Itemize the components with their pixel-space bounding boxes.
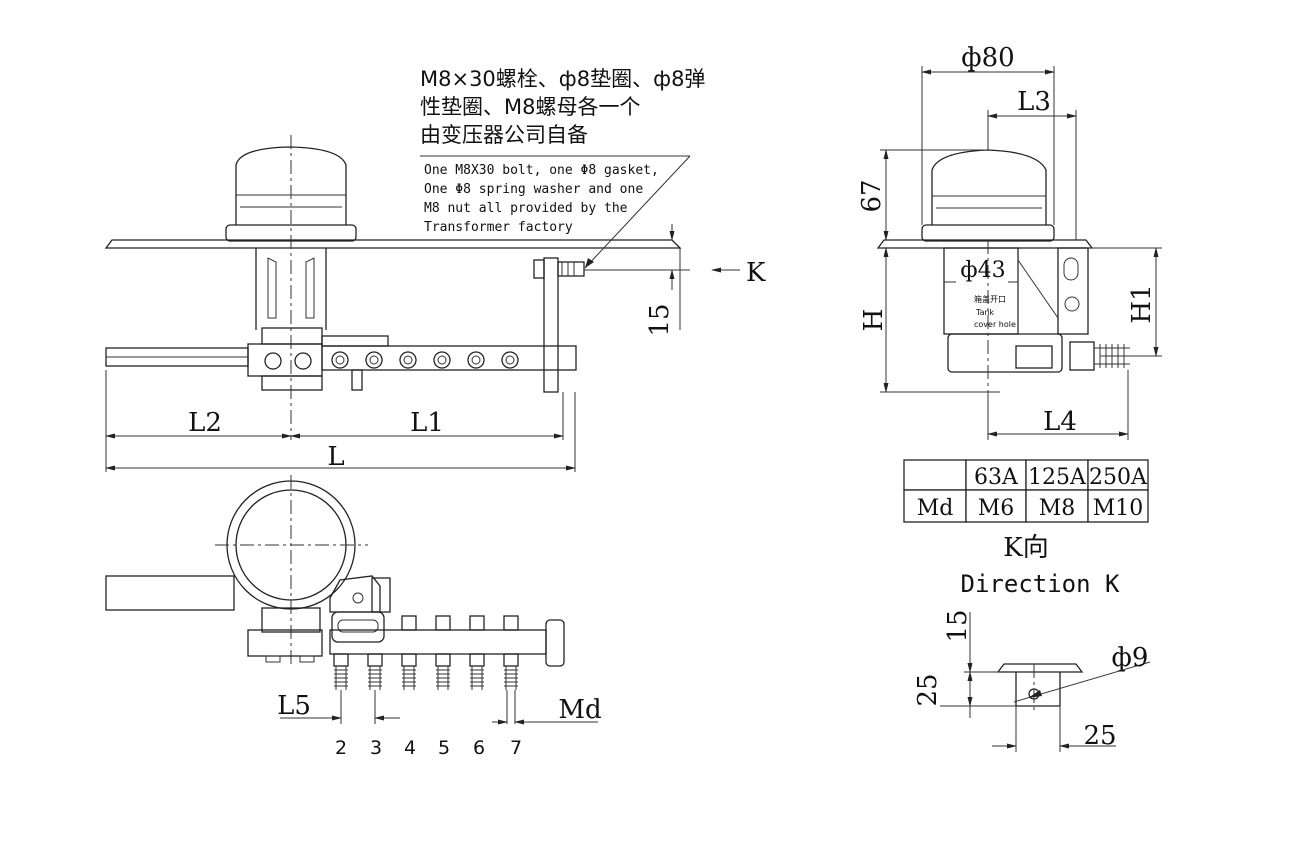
dim-L4: L4 (1043, 407, 1077, 437)
bottom-view: L5 Md 2 3 4 5 6 7 (105, 475, 602, 759)
md-table-header-63a: 63A (974, 465, 1019, 490)
k-label: K (746, 258, 766, 288)
md-table-m8: M8 (1039, 496, 1076, 521)
dim-H1: H1 (1127, 284, 1157, 323)
kview-dim-15: 15 (943, 609, 973, 642)
kview-dim-25-vertical: 25 (913, 673, 943, 706)
note-en-line4: Transformer factory (424, 220, 573, 235)
dim-phi80: ф80 (961, 43, 1014, 73)
k-view: 15 25 ф9 25 (913, 609, 1151, 752)
md-table-m10: M10 (1093, 496, 1144, 521)
kview-dim-25-horizontal: 25 (1083, 721, 1116, 751)
dim-L: L (327, 442, 344, 472)
assembly-note: M8×30螺栓、ф8垫圈、ф8弹 性垫圈、M8螺母各一个 由变压器公司自备 On… (420, 67, 705, 235)
note-en-line2: One Φ8 spring washer and one (424, 182, 643, 197)
note-cn-line3: 由变压器公司自备 (420, 123, 588, 147)
dim-phi43: ф43 (960, 258, 1005, 283)
front-dim-15: 15 (645, 303, 675, 336)
terminal-3: 3 (370, 737, 382, 759)
hole-label-en2: cover hole (974, 320, 1016, 329)
md-table-m6: M6 (978, 496, 1015, 521)
terminal-4: 4 (404, 737, 416, 759)
md-table-header-125a: 125A (1028, 465, 1087, 490)
hole-label-cn: 箱盖开口 (974, 294, 1006, 304)
dim-L2: L2 (188, 408, 222, 438)
note-en-line1: One M8X30 bolt, one Φ8 gasket, (424, 163, 659, 178)
terminal-6: 6 (473, 737, 485, 759)
terminal-7: 7 (510, 737, 522, 759)
dim-L3: L3 (1017, 87, 1051, 117)
note-en-line3: M8 nut all provided by the (424, 201, 628, 216)
hole-label-en1: Tank (975, 308, 995, 317)
terminal-2: 2 (335, 737, 347, 759)
md-table-header-250a: 250A (1089, 465, 1148, 490)
kview-dim-phi9: ф9 (1112, 643, 1149, 673)
side-view: 箱盖开口 Tank cover hole ф80 L3 67 ф43 H H (857, 43, 1162, 440)
dim-L1: L1 (410, 408, 444, 438)
dim-H: H (859, 309, 889, 332)
md-table: 63A 125A 250A Md M6 M8 M10 (903, 459, 1149, 523)
dim-L5: L5 (277, 691, 311, 721)
direction-label-cn: K向 (1003, 533, 1048, 563)
direction-label-en: Direction K (961, 570, 1120, 598)
dim-67: 67 (857, 179, 887, 212)
front-view: 15 K L2 L1 L (104, 135, 766, 472)
note-cn-line1: M8×30螺栓、ф8垫圈、ф8弹 (420, 67, 705, 91)
dim-Md: Md (558, 695, 601, 725)
note-cn-line2: 性垫圈、M8螺母各一个 (420, 95, 640, 119)
terminal-5: 5 (438, 737, 450, 759)
md-table-row-label: Md (917, 496, 954, 521)
